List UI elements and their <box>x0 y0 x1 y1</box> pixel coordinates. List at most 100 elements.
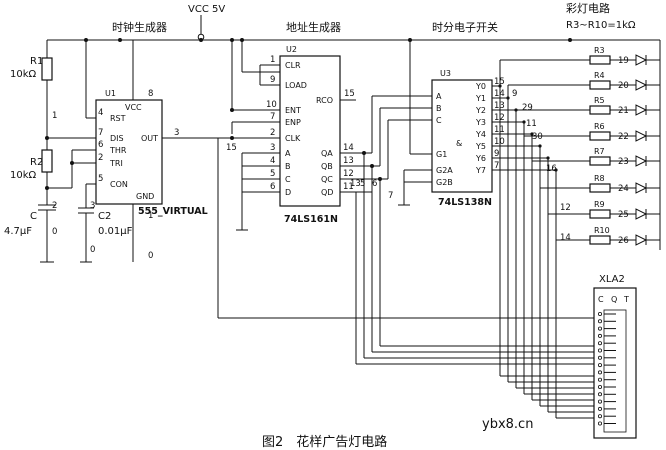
analyzer-pin-terminal <box>598 333 603 338</box>
u1-dis-num: 7 <box>98 128 103 138</box>
u1-rst-num: 4 <box>98 108 103 118</box>
c2-value: 0.01μF <box>98 226 133 237</box>
counter-decoder-bus <box>340 40 596 365</box>
u2-clr-num: 1 <box>270 55 275 65</box>
u2-part: 74LS161N <box>284 214 338 225</box>
analyzer-pin-terminal <box>598 355 603 360</box>
u3-a-pin: A <box>436 92 442 101</box>
u2-enp-num: 7 <box>270 112 275 122</box>
led-diode-icon <box>635 208 648 220</box>
net-11: 11 <box>526 119 537 129</box>
lamp-resistor-label: R4 <box>594 71 605 80</box>
u1-tri-pin: TRI <box>109 159 123 168</box>
u1-tri-num: 2 <box>98 153 103 163</box>
analyzer-pin-terminal <box>598 399 603 404</box>
u1-vcc-num: 8 <box>148 89 153 99</box>
u2-a-num: 3 <box>270 143 275 153</box>
net-0a: 0 <box>52 227 57 237</box>
led-label: 22 <box>618 132 629 142</box>
u3-g1-pin: G1 <box>436 150 447 159</box>
led-label: 19 <box>618 56 629 66</box>
u3-ref: U3 <box>440 69 451 78</box>
u3-y1-pin: Y1 <box>475 94 486 103</box>
xla-pin-t: T <box>623 295 629 304</box>
u3-part: 74LS138N <box>438 197 492 208</box>
u3-g2a-pin: G2A <box>436 166 453 175</box>
xla-pin-c: C <box>598 295 604 304</box>
u3-y6-pin: Y6 <box>475 154 486 163</box>
led-diode-icon <box>635 79 648 91</box>
lamp-resistor-label: R9 <box>594 200 605 209</box>
u3-y7-num: 7 <box>494 161 499 171</box>
vcc-label: VCC 5V <box>188 4 225 15</box>
analyzer-pin-terminal <box>598 421 603 426</box>
analyzer-pin-terminal <box>598 363 603 368</box>
net-9: 9 <box>512 89 517 99</box>
resistor-r1 <box>41 57 53 81</box>
net-0b: 0 <box>90 245 95 255</box>
net-15a: 15 <box>226 143 237 153</box>
lamp-resistor <box>589 183 611 193</box>
xla-ref: XLA2 <box>599 274 625 285</box>
u2-qa-num: 14 <box>343 143 354 153</box>
u3-c-pin: C <box>436 116 442 125</box>
analyzer-pin-terminal <box>598 341 603 346</box>
u1-gnd-pin: GND <box>136 192 154 201</box>
net-12: 12 <box>560 203 571 213</box>
u3-y5-num: 10 <box>494 137 505 147</box>
u3-g2b-pin: G2B <box>436 178 453 187</box>
u2-qd-pin: QD <box>321 188 333 197</box>
u2-d-pin: D <box>285 188 291 197</box>
u2-d-num: 6 <box>270 182 275 192</box>
logic-analyzer <box>593 287 637 439</box>
led-label: 24 <box>618 184 629 194</box>
junction-dot <box>554 168 558 172</box>
led-diode-icon <box>635 182 648 194</box>
lamp-resistor <box>589 209 611 219</box>
xla-pin-q: Q <box>611 295 617 304</box>
led-diode-icon <box>635 155 648 167</box>
led-label: 25 <box>618 210 629 220</box>
junction-dot <box>538 144 542 148</box>
net-5: 5 <box>360 179 365 189</box>
u2-load-num: 9 <box>270 75 275 85</box>
timing-network <box>38 38 96 263</box>
led-diode-icon <box>635 54 648 66</box>
net-7: 7 <box>388 191 393 201</box>
analyzer-pin-terminal <box>598 406 603 411</box>
u2-c-pin: C <box>285 175 291 184</box>
u1-out-pin: OUT <box>141 134 158 143</box>
u2-ent-num: 10 <box>266 100 277 110</box>
analyzer-pin-terminal <box>598 370 603 375</box>
u1-part: 555_VIRTUAL <box>138 206 208 217</box>
lamp-resistor-label: R3 <box>594 46 605 55</box>
analyzer-pin-terminal <box>598 326 603 331</box>
analyzer-pin-terminal <box>598 377 603 382</box>
net-14b: 14 <box>560 233 571 243</box>
u2-b-num: 4 <box>270 156 275 166</box>
lamp-section-title: 彩灯电路 <box>566 2 610 15</box>
u3-y5-pin: Y5 <box>475 142 486 151</box>
net-16: 16 <box>546 164 557 174</box>
decoder-74ls138-chip <box>431 79 493 193</box>
analyzer-pin-terminal <box>598 384 603 389</box>
u2-rco-pin: RCO <box>316 96 333 105</box>
junction-dot <box>546 156 550 160</box>
u3-amp: & <box>456 139 462 148</box>
u2-qb-pin: QB <box>321 162 333 171</box>
lamp-resistor-label: R10 <box>594 226 610 235</box>
r1-label: R1 <box>30 56 43 67</box>
u3-b-pin: B <box>436 104 442 113</box>
u3-y4-pin: Y4 <box>475 130 486 139</box>
lamp-resistor <box>589 105 611 115</box>
led-label: 26 <box>618 236 629 246</box>
address-section-title: 地址生成器 <box>286 20 341 34</box>
analyzer-pin-terminal <box>598 392 603 397</box>
led-diode-icon <box>635 234 648 246</box>
figure-caption: 图2 花样广告灯电路 <box>262 434 387 450</box>
junction-dot <box>530 132 534 136</box>
net-30: 30 <box>532 132 543 142</box>
resistor-r2 <box>41 149 53 173</box>
